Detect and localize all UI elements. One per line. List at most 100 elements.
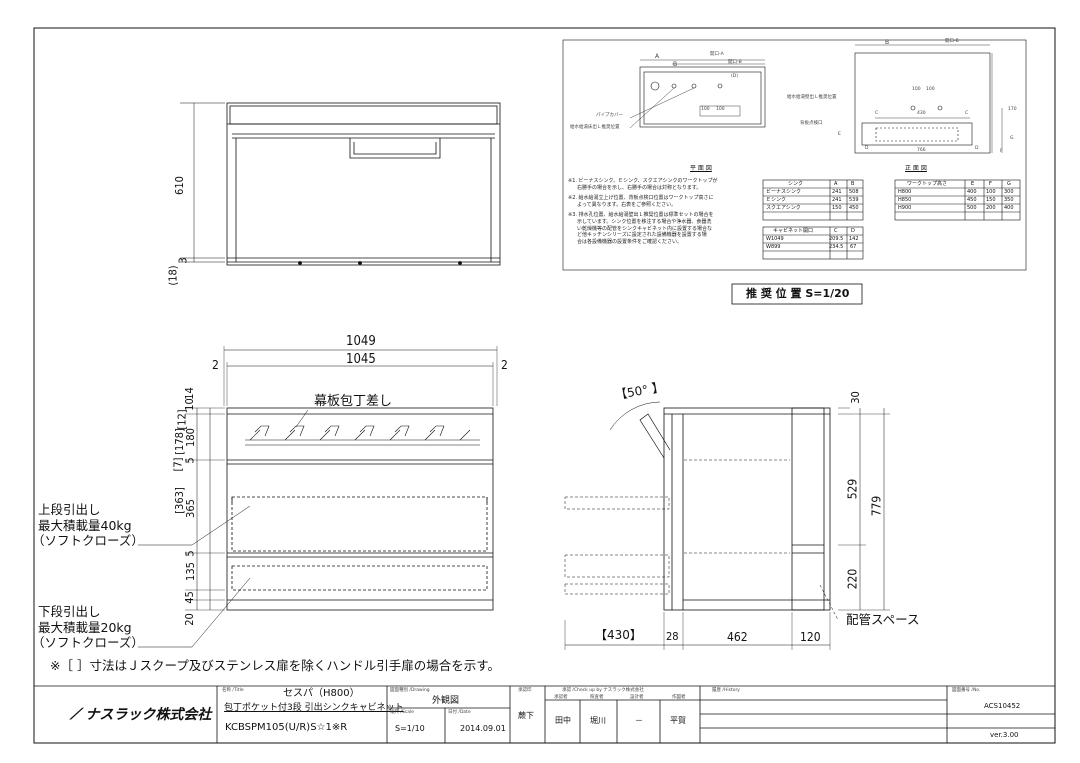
tb-drawing-type: 外観図 — [432, 696, 460, 706]
plan-label-open-a: 開口-A — [710, 52, 724, 57]
table-sink-h0: シンク — [788, 181, 804, 187]
lower-drawer-line1: 下段引出し — [38, 604, 101, 619]
tb-sign-2: － — [635, 716, 643, 725]
table-cab-h0: キャビネット開口 — [773, 228, 814, 234]
lower-drawer-line3: （ソフトクローズ） — [32, 635, 144, 650]
front-dim-5a: 5 — [183, 457, 197, 464]
elev-label-f: F — [1000, 149, 1003, 154]
plan-view-title: 平 面 図 — [690, 165, 712, 172]
top-view-depth-dim: 610 — [172, 176, 186, 195]
note-line: ※2. 給水給湯立上げ位置、背板点検口位置はワークトップ高さに — [568, 195, 714, 202]
tb-scale: S=1/10 — [395, 724, 425, 733]
tb-check-label: 承認 /Check up by ナスラック株式会社 — [562, 688, 644, 693]
tb-version: ver.3.00 — [990, 731, 1019, 739]
dimension-note: ※［ ］寸法はＪスクープ及びステンレス扉を除くハンドル引手扉の場合を示す。 — [50, 658, 500, 673]
front-top-board-label: 幕板包丁差し — [314, 394, 393, 409]
lower-drawer-line2: 最大積載量20kg — [38, 619, 132, 635]
front-dim-20: 20 — [182, 613, 196, 626]
side-dim-220: 220 — [845, 568, 860, 590]
side-view — [564, 401, 890, 650]
upper-drawer-line3: （ソフトクローズ） — [32, 533, 144, 548]
front-view — [138, 346, 498, 648]
front-gap-left: 2 — [212, 358, 219, 372]
tb-sub-label-2: 設計者 — [630, 695, 644, 700]
side-dim-529: 529 — [845, 478, 860, 500]
table-cab-h1: C — [834, 228, 838, 234]
elev-label-430: 430 — [917, 111, 926, 116]
table-h-r2c1: 500 — [967, 205, 977, 211]
table-cab-r1c1: 234.5 — [829, 244, 844, 250]
front-dim-12-paren: [12] — [175, 409, 189, 430]
plan-label-floor-supply: 給水給湯床出Ｌ推奨位置 — [570, 125, 620, 130]
note-line: い乾燥機等の配管をシンクキャビネット内に設置する場合な — [577, 225, 713, 232]
tb-sign-3: 平賀 — [670, 716, 686, 725]
table-h-r0c1: 400 — [967, 189, 977, 195]
note-line: 右勝手の場合を示し、右勝手の場合は対称となります。 — [577, 184, 702, 191]
table-sink-r2c2: 450 — [849, 205, 859, 211]
table-sink-r2c0: スクエアシンク — [766, 205, 801, 211]
elev-label-c-left: C — [875, 111, 879, 116]
elev-label-d-right: D — [975, 146, 979, 151]
tb-history-label: 履歴 /History — [712, 688, 740, 693]
table-h-h3: G — [1007, 181, 1011, 187]
scale-label-box — [731, 283, 863, 305]
company-name: ナスラック株式会社 — [85, 707, 212, 723]
table-h-r1c2: 150 — [986, 197, 996, 203]
table-sink-r2c1: 150 — [832, 205, 842, 211]
plan-label-open-b: 開口-B — [728, 60, 742, 65]
table-cab-h2: D — [851, 228, 855, 234]
plan-label-pipe-cover: パイプカバー — [596, 113, 623, 118]
tb-approval-label: 承認印 — [518, 688, 532, 693]
front-dim-135: 135 — [183, 562, 197, 581]
table-cab-r0c0: W1049 — [766, 236, 784, 242]
table-h-r1c1: 450 — [967, 197, 977, 203]
tb-sub-label-3: 作図者 — [672, 695, 686, 700]
front-dim-45: 45 — [182, 591, 196, 604]
table-h-r0c0: H800 — [898, 189, 912, 195]
table-h-r2c2: 200 — [986, 205, 996, 211]
recommended-box — [562, 39, 1027, 271]
front-width-inner: 1045 — [346, 352, 376, 367]
table-sink-r0c0: ビーナスシンク — [766, 189, 802, 195]
top-view — [180, 102, 501, 266]
table-h-r0c2: 100 — [986, 189, 996, 195]
top-view-bottom-paren-dim: (18) — [166, 265, 180, 286]
side-dim-779: 779 — [869, 495, 884, 517]
side-dim-30: 30 — [848, 391, 862, 404]
note-line: ※1. ビーナスシンク、Ｅシンク、スクエアシンクのワークトップが — [568, 178, 718, 184]
upper-drawer-line1: 上段引出し — [38, 502, 101, 517]
plan-label-100a: 100 — [701, 107, 710, 112]
elev-label-100a: 100 — [912, 87, 921, 92]
side-dim-120: 120 — [800, 630, 821, 644]
note-line: ど他キッチンシリーズに設定された設備機器を設置する場 — [577, 232, 707, 239]
table-h-h0: ワークトップ高さ — [907, 181, 948, 187]
tb-drawing-label: 図面種別 /Drawing — [390, 688, 430, 693]
upper-drawer-callout: 上段引出し 最大積載量40kg （ソフトクローズ） — [32, 502, 144, 549]
table-h-r1c0: H850 — [898, 197, 912, 203]
tb-name-label: 名称 /Title — [222, 688, 244, 693]
tb-approver: 蕨下 — [518, 711, 534, 720]
elev-label-open-b: 開口-B — [945, 39, 959, 44]
front-gap-right: 2 — [501, 358, 508, 372]
lower-drawer-callout: 下段引出し 最大積載量20kg （ソフトクローズ） — [32, 604, 144, 651]
table-sink-r1c2: 539 — [849, 197, 859, 203]
tb-date-label: 日付 /Date — [448, 710, 471, 715]
tb-sign-0: 田中 — [555, 716, 571, 725]
front-width-outer: 1049 — [346, 334, 376, 349]
logo-mark-icon: ⟋ — [70, 705, 81, 723]
tb-model: KCBSPM105(U/R)S☆1※R — [225, 722, 348, 733]
note-line: よって異なります。右表をご参照ください。 — [577, 201, 677, 208]
tb-sub-label-0: 承認者 — [554, 695, 568, 700]
plan-label-a: A — [655, 53, 660, 60]
tb-number-label: 図面番号 /No. — [952, 688, 981, 693]
pipe-space-label: 配管スペース — [846, 612, 920, 627]
tb-scale-label: 縮尺 /Scale — [390, 710, 415, 715]
side-dim-430-bracket: 【430】 — [595, 628, 642, 642]
tb-sub-label-1: 照査者 — [590, 695, 604, 700]
plan-label-100b: 100 — [716, 107, 725, 112]
table-sink-r0c1: 241 — [832, 189, 842, 195]
tb-date: 2014.09.01 — [460, 724, 506, 733]
table-sink-r1c0: Ｅシンク — [766, 197, 787, 203]
tb-sign-1: 堀川 — [590, 716, 606, 725]
top-view-bottom-dim: 3 — [176, 257, 190, 264]
